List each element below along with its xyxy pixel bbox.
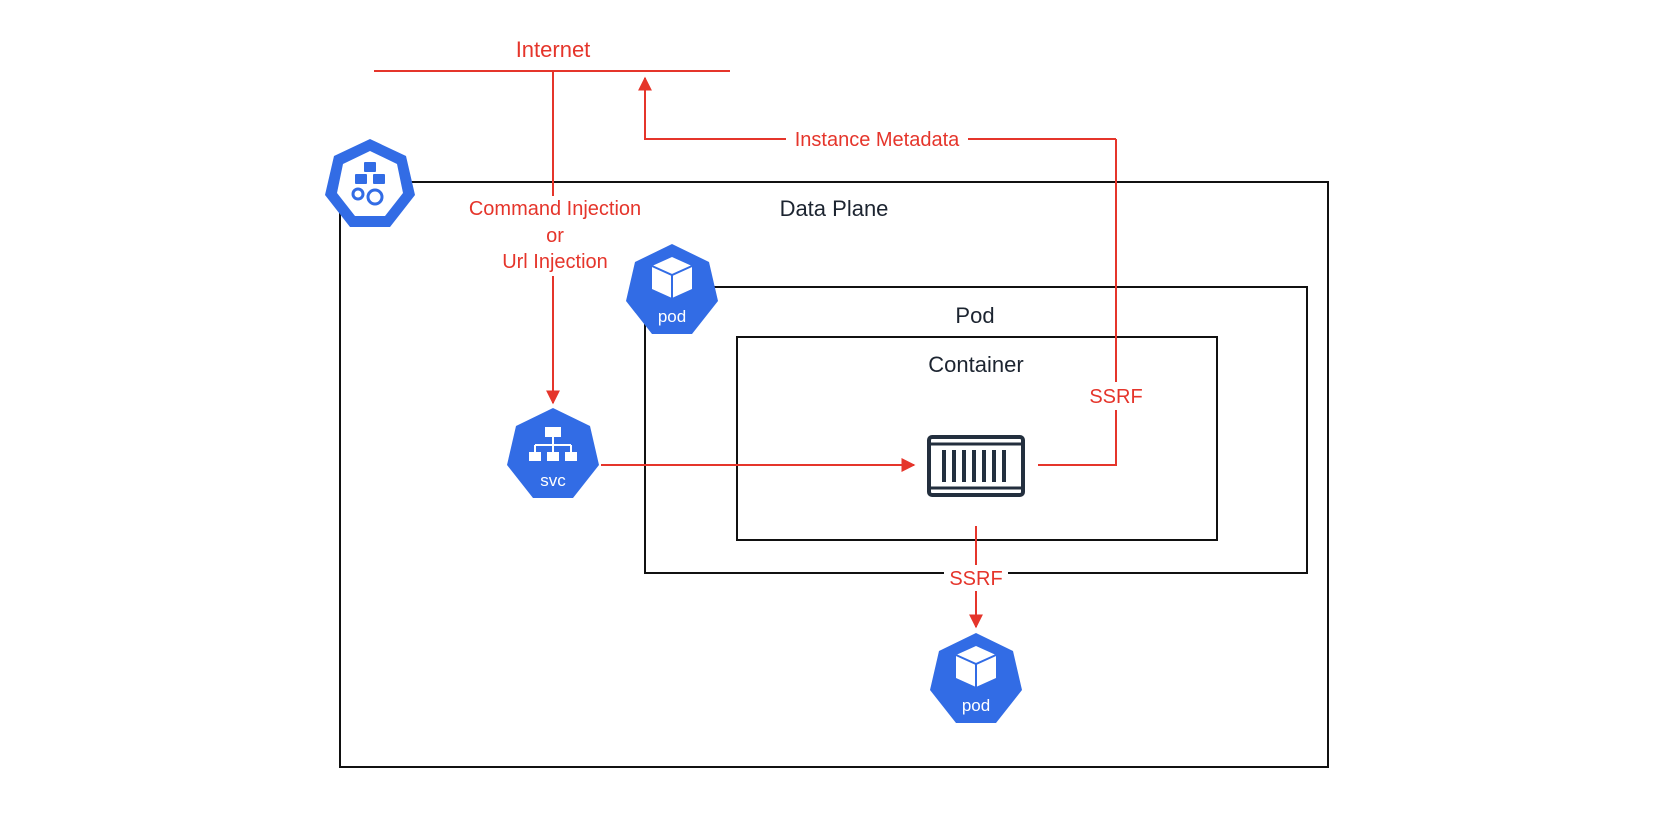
url-injection-label: Url Injection: [502, 251, 608, 273]
pod-icon-top-label: pod: [658, 307, 686, 326]
ssrf-metadata-label: SSRF: [1089, 386, 1142, 408]
service-icon-label: svc: [540, 471, 566, 490]
pod-icon-top: pod: [626, 244, 718, 334]
ssrf-metadata-path-lower: [1038, 410, 1117, 466]
service-icon: svc: [507, 408, 599, 498]
pod-icon-bottom-label: pod: [962, 696, 990, 715]
pod-icon-bottom: pod: [930, 633, 1022, 723]
data-plane-title: Data Plane: [780, 196, 889, 221]
instance-metadata-label: Instance Metadata: [795, 129, 960, 151]
metadata-arrow: [638, 76, 787, 140]
internet-label: Internet: [516, 37, 591, 62]
control-plane-icon: [325, 139, 415, 227]
container-title: Container: [928, 352, 1023, 377]
pod-title: Pod: [955, 303, 994, 328]
container-icon: [927, 435, 1025, 497]
or-label: or: [546, 225, 564, 247]
command-injection-label: Command Injection: [469, 198, 641, 220]
data-plane-box: [339, 181, 1329, 768]
ssrf-pod-label: SSRF: [949, 568, 1002, 590]
